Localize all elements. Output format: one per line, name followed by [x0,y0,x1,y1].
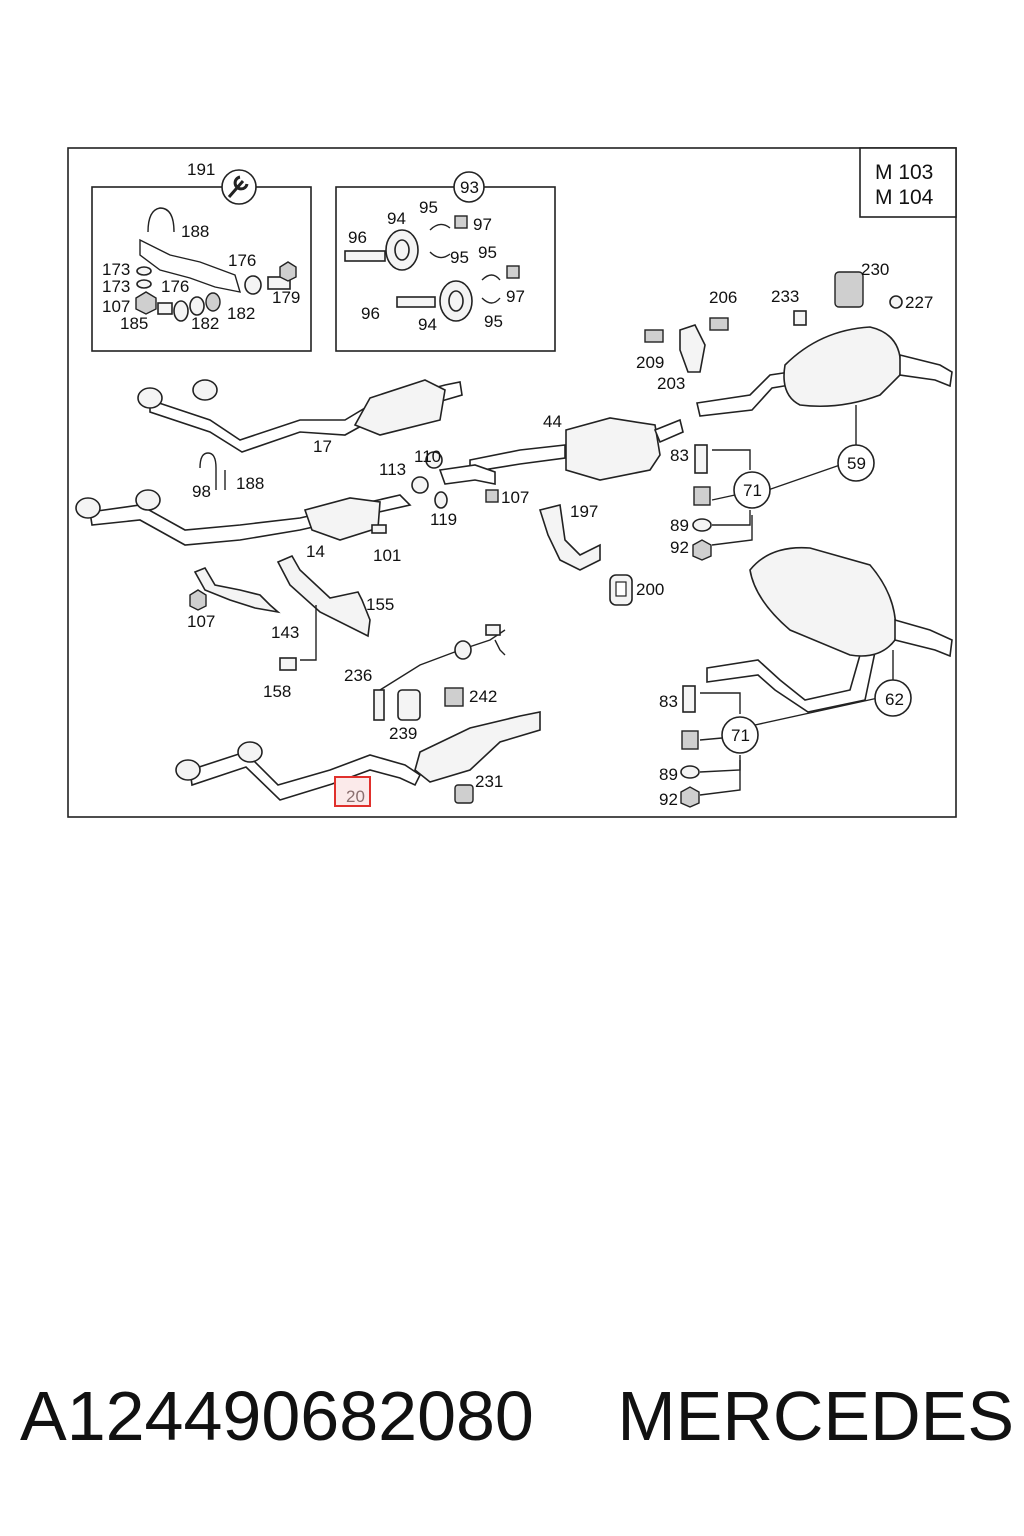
callout-143: 143 [271,623,299,642]
heat-shields [189,554,371,671]
wrench-icon [227,175,249,198]
callout-95: 95 [484,312,503,331]
callout-83: 83 [670,446,689,465]
callout-176: 176 [228,251,256,270]
catalytic-converter-14 [75,452,412,546]
fastener-set-lower [680,685,700,808]
callout-206: 206 [709,288,737,307]
callout-179: 179 [272,288,300,307]
inset-tool-kit [91,169,312,352]
callout-14: 14 [306,542,325,561]
callout-96: 96 [348,228,367,247]
callout-71: 71 [731,726,750,745]
callout-209: 209 [636,353,664,372]
callout-95: 95 [450,248,469,267]
callout-95: 95 [419,198,438,217]
highlight-box [334,776,371,807]
callout-92: 92 [670,538,689,557]
callout-20-highlighted[interactable]: 20 [346,787,365,806]
engine-code-1: M 103 [875,161,933,184]
callout-203: 203 [657,374,685,393]
catalytic-converter-20 [175,711,541,804]
part-caption: A124490682080 MERCEDES [20,1376,1014,1456]
callout-101: 101 [373,546,401,565]
callout-113: 113 [379,460,406,479]
callout-173: 173 [102,277,130,296]
bracket-197 [538,504,601,571]
callout-95: 95 [478,243,497,262]
callout-119: 119 [430,510,457,529]
brand-name: MERCEDES [617,1377,1015,1455]
fastener-set-upper [692,444,712,561]
callout-233: 233 [771,287,799,306]
callout-44: 44 [543,412,562,431]
callout-231: 231 [475,772,503,791]
callout-173: 173 [102,260,130,279]
callout-107: 107 [187,612,215,631]
callout-94: 94 [387,209,406,228]
rear-muffler-59 [644,271,953,417]
callout-188: 188 [181,222,209,241]
callout-227: 227 [905,293,933,312]
diagram-frame [67,147,957,818]
callout-71: 71 [743,481,762,500]
callout-107: 107 [501,488,529,507]
callout-239: 239 [389,724,417,743]
leader-lines [699,405,894,796]
callout-labels: 191 188 173 173 176 176 107 185 182 182 … [102,160,933,809]
catalytic-converter-17 [137,379,463,453]
callout-circle-71b [721,716,759,754]
inset-clamp-kit [335,171,556,352]
front-muffler-44 [469,417,684,481]
callout-188: 188 [236,474,264,493]
callout-158: 158 [263,682,291,701]
callout-98: 98 [192,482,211,501]
callout-242: 242 [469,687,497,706]
callout-191: 191 [187,160,215,179]
callout-230: 230 [861,260,889,279]
callout-94: 94 [418,315,437,334]
callout-89: 89 [670,516,689,535]
engine-code-2: M 104 [875,186,934,209]
callout-circle-62 [874,679,912,717]
callout-107: 107 [102,297,130,316]
callout-59: 59 [847,454,866,473]
intermediate-pipe [411,451,499,509]
rear-muffler-62 [706,546,953,713]
callout-97: 97 [473,215,492,234]
callout-62: 62 [885,690,904,709]
callout-182: 182 [227,304,255,323]
engine-code-box: M 103 M 104 [859,147,957,218]
callout-200: 200 [636,580,664,599]
callout-83: 83 [659,692,678,711]
callout-197: 197 [570,502,598,521]
callout-circle-71a [733,471,771,509]
callout-92: 92 [659,790,678,809]
callout-17: 17 [313,437,332,456]
oxygen-sensor [373,624,506,721]
callout-182: 182 [191,314,219,333]
callout-circle-59 [837,444,875,482]
callout-93: 93 [460,178,479,197]
callout-110: 110 [414,447,441,466]
callout-96: 96 [361,304,380,323]
callout-236: 236 [344,666,372,685]
callout-176: 176 [161,277,189,296]
rubber-mount-200 [609,574,633,606]
callout-89: 89 [659,765,678,784]
callout-97: 97 [506,287,525,306]
callout-185: 185 [120,314,148,333]
part-number: A124490682080 [20,1377,534,1455]
callout-155: 155 [366,595,394,614]
